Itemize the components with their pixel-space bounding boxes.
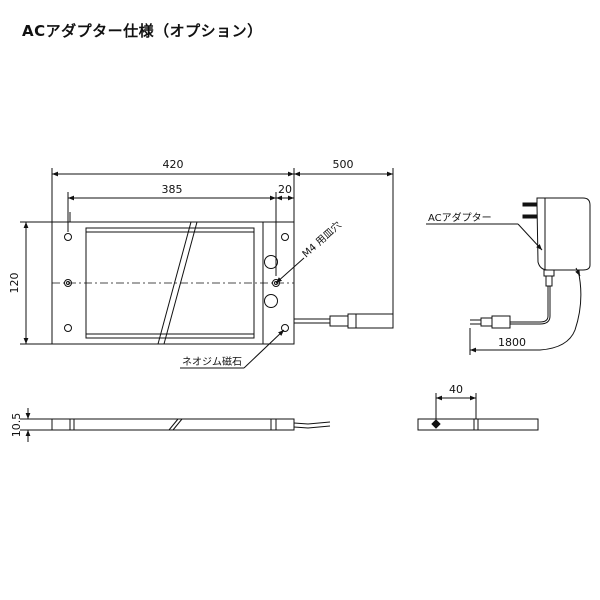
magnet-bottom [264, 294, 278, 308]
dim-adapter-side: 40 [449, 383, 463, 396]
dim-thickness: 10.5 [10, 413, 23, 438]
label-magnet: ネオジム磁石 [182, 355, 242, 368]
label-screw: M4 用皿穴 [299, 218, 343, 260]
dim-edge-offset: 20 [278, 183, 292, 196]
hole-bottom-right [281, 324, 289, 332]
screw-left [64, 279, 72, 287]
ac-adapter-body [536, 197, 591, 271]
dc-jack [329, 315, 349, 327]
dim-adapter-cable: 1800 [498, 336, 526, 349]
magnet-top [264, 255, 278, 269]
hole-top-left [64, 233, 72, 241]
dim-hole-pitch: 385 [162, 183, 183, 196]
hole-top-right [281, 233, 289, 241]
dim-height: 120 [8, 273, 21, 294]
page-title: ACアダプター仕様（オプション） [22, 22, 263, 40]
label-ac-adapter: ACアダプター [428, 211, 492, 224]
hole-bottom-left [64, 324, 72, 332]
dim-cable-length: 500 [333, 158, 354, 171]
dim-total-width: 420 [163, 158, 184, 171]
